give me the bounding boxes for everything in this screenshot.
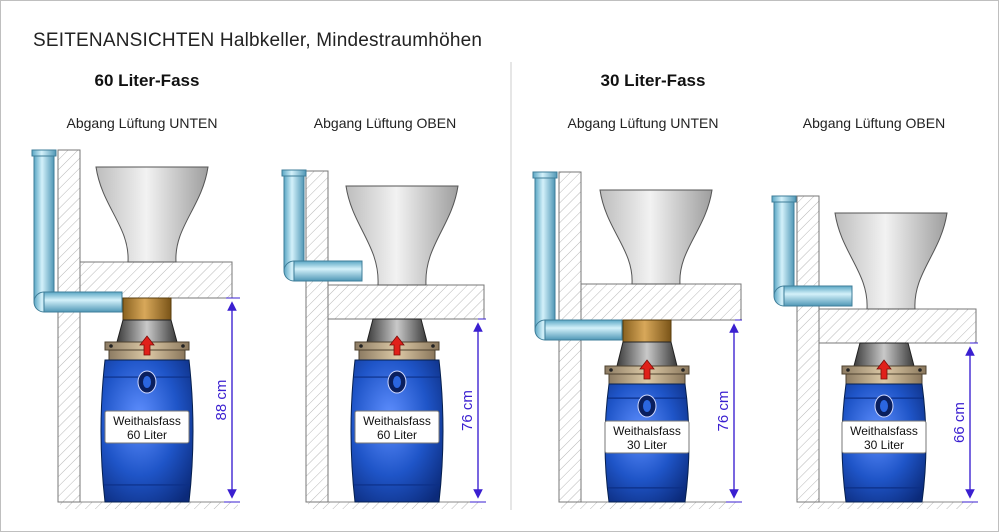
vent-pipe-cap: [532, 171, 558, 179]
flange-bolt: [846, 368, 850, 372]
barrel-label-line1: Weithalsfass: [363, 414, 431, 428]
barrel-handle-hole: [880, 400, 888, 412]
barrel-label-box: [354, 410, 440, 444]
barrel-handle-hole: [393, 376, 401, 388]
vent-pipe-cap: [771, 195, 797, 203]
floor-slab: [327, 284, 485, 320]
panel-1-variant-title: Abgang Lüftung UNTEN: [66, 115, 218, 131]
height-label: 76 cm: [715, 391, 732, 432]
barrel-label-box: [604, 420, 690, 454]
floor-slab: [79, 261, 233, 299]
flange-bolt: [431, 344, 435, 348]
height-label: 88 cm: [213, 380, 230, 421]
brass-adapter: [622, 319, 672, 343]
air-flow-arrow: [876, 359, 892, 380]
floor-hatch: [60, 502, 238, 509]
barrel-label-line1: Weithalsfass: [113, 414, 181, 428]
floor-slab: [818, 308, 977, 344]
toilet-bowl: [834, 212, 948, 310]
floor-hatch: [561, 502, 739, 509]
flange-bolt: [918, 368, 922, 372]
toilet-bowl: [599, 189, 713, 285]
basement-wall: [305, 170, 329, 503]
flange-bolt: [181, 344, 185, 348]
vent-pipe-vertical: [283, 171, 305, 272]
barrel-label-line2: 30 Liter: [627, 438, 667, 452]
group-title-60l: 60 Liter-Fass: [94, 71, 200, 90]
toilet-bowl: [95, 166, 209, 263]
barrel-label-box: [841, 420, 927, 454]
air-flow-arrow: [389, 335, 405, 356]
vent-pipe-cap: [281, 169, 307, 177]
vent-pipe-horizontal: [783, 285, 853, 307]
panel-2-variant-title: Abgang Lüftung OBEN: [313, 115, 457, 131]
flange-bolt: [609, 368, 613, 372]
air-flow-arrow: [139, 335, 155, 356]
barrel-handle-hole: [143, 376, 151, 388]
air-flow-arrow: [639, 359, 655, 380]
barrel-label-line2: 60 Liter: [127, 428, 167, 442]
flange-bolt: [359, 344, 363, 348]
barrel-label-line1: Weithalsfass: [850, 424, 918, 438]
basement-wall: [57, 149, 81, 503]
height-label: 66 cm: [951, 402, 968, 443]
panel-3-variant-title: Abgang Lüftung UNTEN: [567, 115, 719, 131]
floor-hatch: [308, 502, 482, 509]
barrel-label-line1: Weithalsfass: [613, 424, 681, 438]
toilet-bowl: [345, 185, 459, 286]
flange-bolt: [681, 368, 685, 372]
vent-pipe-vertical: [534, 173, 556, 331]
brass-adapter: [122, 297, 172, 321]
vent-pipe-vertical: [33, 151, 55, 303]
barrel-label-box: [104, 410, 190, 444]
vent-pipe-horizontal: [544, 319, 623, 341]
floor-hatch: [799, 502, 974, 509]
barrel-label-line2: 60 Liter: [377, 428, 417, 442]
vent-pipe-vertical: [773, 197, 795, 297]
vent-pipe-horizontal: [293, 260, 363, 282]
group-title-30l: 30 Liter-Fass: [600, 71, 706, 90]
vent-pipe-horizontal: [43, 291, 123, 313]
basement-wall: [796, 195, 820, 503]
page-title: SEITENANSICHTEN Halbkeller, Mindestraumh…: [33, 30, 483, 51]
vent-pipe-cap: [31, 149, 57, 157]
panel-4-variant-title: Abgang Lüftung OBEN: [802, 115, 946, 131]
flange-bolt: [109, 344, 113, 348]
barrel-label-line2: 30 Liter: [864, 438, 904, 452]
barrel-handle-hole: [643, 400, 651, 412]
floor-slab: [580, 283, 742, 321]
height-label: 76 cm: [459, 390, 476, 431]
